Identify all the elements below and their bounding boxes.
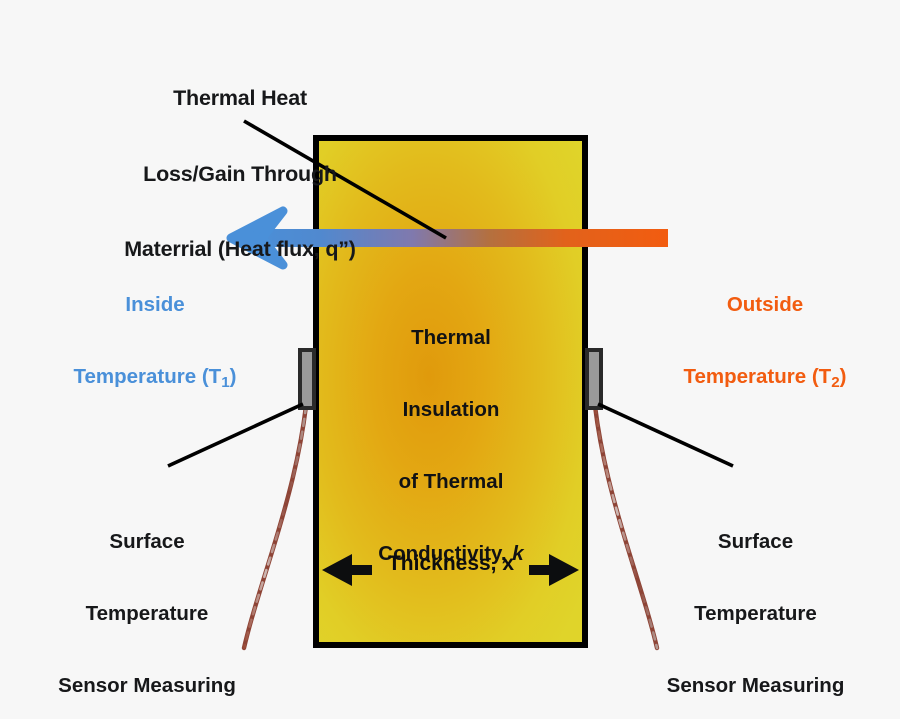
heat-flux-caption-line3: Materrial (Heat flux, q”) <box>124 237 356 262</box>
sensor-right-label: Surface Temperature Sensor Measuring T2 <box>628 482 883 719</box>
heat-flux-arrow-head <box>226 206 288 270</box>
heat-flux-caption-line2: Loss/Gain Through <box>143 161 337 186</box>
leader-line-heat-flux <box>243 119 447 240</box>
outside-temperature-suffix: ) <box>839 364 847 388</box>
inside-temperature-line1: Inside <box>125 292 185 316</box>
leader-line-sensor-right <box>597 402 734 468</box>
heat-flux-arrow-shaft <box>243 229 668 247</box>
insulation-label-line1: Thermal <box>411 325 491 349</box>
thickness-arrow-head-left <box>322 554 352 586</box>
thickness-arrow-shaft-left <box>340 565 372 575</box>
sensor-right-line3: Sensor Measuring <box>666 673 845 697</box>
sensor-right-line1: Surface <box>717 529 794 553</box>
insulation-block-body <box>313 135 588 648</box>
heat-flux-caption-line1: Thermal Heat <box>173 86 307 111</box>
conductivity-symbol: k <box>512 541 524 565</box>
surface-sensor-right <box>585 348 603 410</box>
conductivity-text: Conductivity, <box>378 541 513 565</box>
sensor-left-line3: Sensor Measuring <box>58 673 236 697</box>
insulation-label-line4: Conductivity, k <box>340 542 562 566</box>
sensor-left-line2: Temperature <box>85 601 209 625</box>
heat-flux-arrow <box>226 206 668 270</box>
thickness-arrow-shaft-right <box>529 565 561 575</box>
heat-flux-caption: Thermal Heat Loss/Gain Through Materrial… <box>80 36 400 313</box>
surface-sensor-right-body <box>585 348 603 410</box>
sensor-wire-left <box>241 403 309 651</box>
insulation-block-label: Thermal Insulation of Thermal Conductivi… <box>340 278 562 614</box>
sensor-wire-right <box>592 403 660 651</box>
insulation-label-line2: Insulation <box>402 397 500 421</box>
insulation-label-line3: of Thermal <box>398 469 504 493</box>
sensor-right-line2: Temperature <box>694 601 817 625</box>
outside-temperature-line2: Temperature (T2) <box>640 365 890 392</box>
surface-sensor-left-body <box>298 348 316 410</box>
inside-temperature-line2: Temperature (T1) <box>30 365 280 392</box>
thickness-label: Thickness, x <box>387 552 515 575</box>
thickness-arrow <box>322 554 579 586</box>
thickness-arrow-head-right <box>549 554 579 586</box>
outside-temperature-prefix: Temperature (T <box>683 364 832 388</box>
surface-sensor-left <box>298 348 316 410</box>
inside-temperature-label: Inside Temperature (T1) <box>30 245 280 440</box>
outside-temperature-label: Outside Temperature (T2) <box>640 245 890 440</box>
inside-temperature-subscript: 1 <box>221 374 230 392</box>
inside-temperature-prefix: Temperature (T <box>73 364 222 388</box>
sensor-left-line1: Surface <box>109 529 185 553</box>
inside-temperature-suffix: ) <box>229 364 237 388</box>
outside-temperature-subscript: 2 <box>831 374 840 392</box>
sensor-left-label: Surface Temperature Sensor Measuring T1 <box>22 482 272 719</box>
insulation-block <box>313 135 588 648</box>
outside-temperature-line1: Outside <box>726 292 804 316</box>
leader-line-sensor-left <box>167 402 304 468</box>
